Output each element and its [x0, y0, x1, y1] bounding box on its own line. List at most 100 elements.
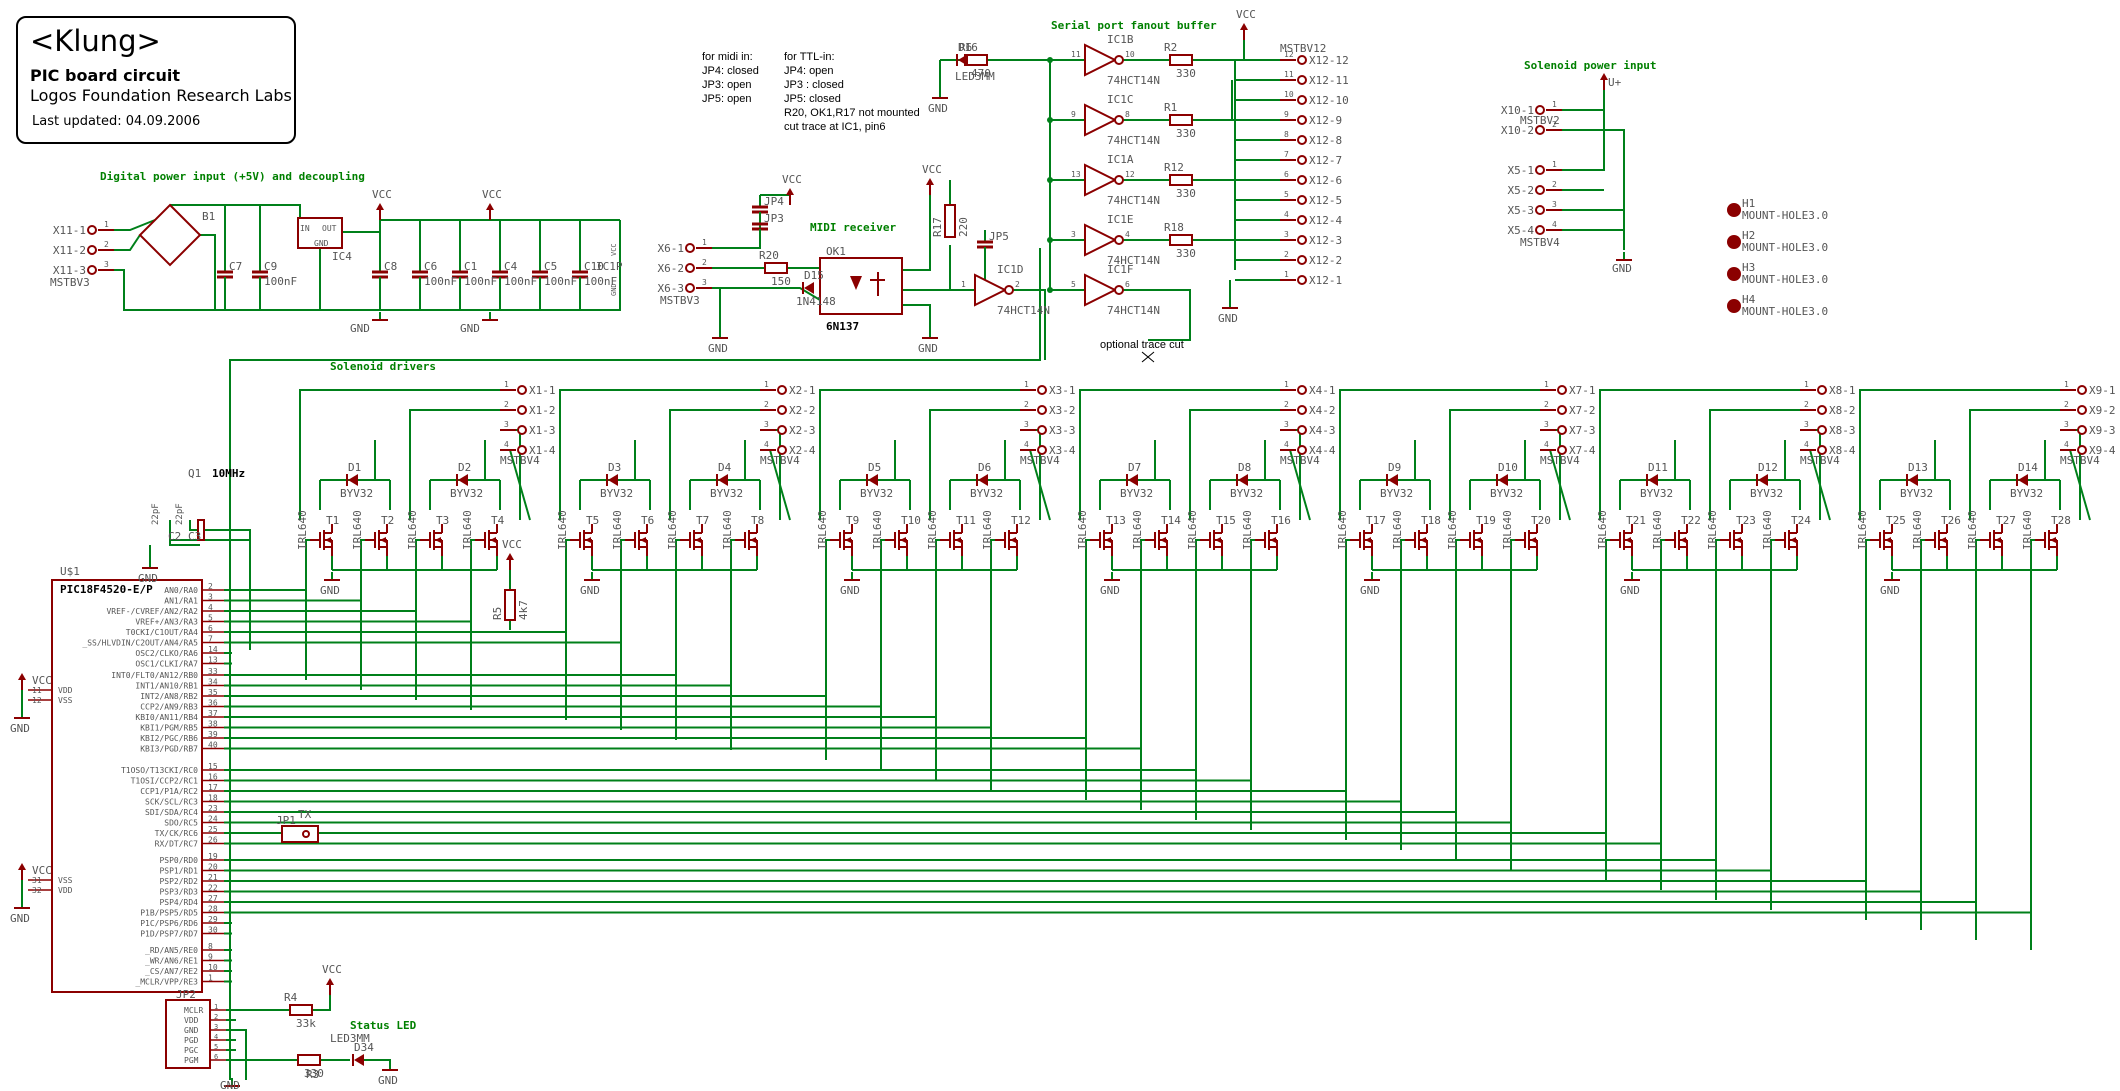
label: X11-3 — [53, 264, 86, 277]
wire — [232, 610, 417, 700]
label: T27 — [1996, 514, 2016, 527]
wire — [232, 737, 1087, 800]
label: C10 — [584, 260, 604, 273]
label: IC1P — [596, 260, 623, 273]
connector-pin — [1297, 385, 1307, 395]
label: 5 — [1284, 190, 1289, 199]
regulator-ic4 — [297, 217, 343, 249]
wire — [1859, 389, 2060, 520]
label: OK1 — [826, 245, 846, 258]
label: 470 — [971, 67, 991, 80]
label: 2 — [214, 1013, 218, 1021]
label: PSP0/RD0 — [159, 856, 198, 865]
wire — [2030, 539, 2035, 950]
label: D34 — [354, 1041, 374, 1054]
wire — [880, 539, 885, 770]
inverter-ic1b — [1084, 43, 1118, 77]
connector-pin — [1297, 195, 1307, 205]
label: PGC — [184, 1046, 199, 1055]
wire — [935, 539, 940, 780]
label: X3-3 — [1049, 424, 1076, 437]
label: X12-1 — [1309, 274, 1342, 287]
inverter-ic1e — [1084, 223, 1118, 257]
label: X6-2 — [658, 262, 685, 275]
diode-d12 — [1758, 474, 1768, 486]
label: RX/DT/RC7 — [155, 840, 199, 849]
label: 6N137 — [826, 320, 859, 333]
wire — [170, 204, 301, 232]
optocoupler-ok1 — [819, 257, 903, 315]
label: 100nF — [584, 275, 617, 288]
label: T5 — [586, 514, 599, 527]
label: T10 — [901, 514, 921, 527]
label: 4 — [1284, 440, 1289, 449]
wire — [232, 842, 1662, 890]
label: LED3MM — [955, 70, 995, 83]
label: T16 — [1271, 514, 1291, 527]
label: 1 — [1552, 100, 1557, 109]
wire — [675, 539, 680, 740]
wire — [1865, 539, 1870, 920]
label: MOUNT-HOLE3.0 — [1742, 241, 1828, 254]
wire — [1079, 389, 1280, 520]
label: VDD — [58, 686, 73, 695]
label: R18 — [1164, 221, 1184, 234]
label: X5-2 — [1508, 184, 1535, 197]
label: optional trace cut — [1100, 339, 1184, 351]
wire — [232, 821, 1512, 870]
label: 13 — [208, 656, 218, 665]
label: H1 — [1742, 197, 1755, 210]
wire — [990, 539, 995, 790]
diode-d11 — [1648, 474, 1658, 486]
connector-pin — [1535, 105, 1545, 115]
wire — [232, 674, 677, 740]
label: IRL640 — [1596, 510, 1609, 550]
label: 1 — [1544, 380, 1549, 389]
label: P1C/PSP6/RD6 — [140, 919, 198, 928]
label: KBI2/PGC/RB6 — [140, 734, 198, 743]
label: X11-2 — [53, 244, 86, 257]
connector-pin — [1817, 425, 1827, 435]
label: 4 — [1544, 440, 1549, 449]
connector-pin — [1297, 175, 1307, 185]
label: SCK/SCL/RC3 — [145, 798, 198, 807]
inverter-ic1f — [1084, 273, 1118, 307]
label: 40 — [208, 741, 218, 750]
label: IRL640 — [1856, 510, 1869, 550]
wire — [1345, 539, 1350, 840]
labels: Digital power input (+5V) and decoupling… — [10, 8, 2116, 1091]
label: GND — [350, 322, 370, 335]
label: MSTBV4 — [1800, 454, 1840, 467]
wire — [1660, 539, 1665, 890]
label: IRL640 — [1241, 510, 1254, 550]
resistor-r4 — [289, 1004, 313, 1016]
label: H3 — [1742, 261, 1755, 274]
wire — [232, 790, 1347, 840]
wire — [232, 599, 362, 690]
diode-d2 — [458, 474, 468, 486]
connector-pin — [87, 245, 97, 255]
label: BYV32 — [860, 487, 893, 500]
label: 3 — [2064, 420, 2069, 429]
wire — [1605, 539, 1610, 880]
label: 1 — [702, 238, 707, 247]
label: PSP2/RD2 — [159, 877, 198, 886]
label: BYV32 — [1380, 487, 1413, 500]
junction-dot — [1047, 177, 1053, 183]
label: IC1C — [1107, 93, 1134, 106]
connector-pin — [517, 385, 527, 395]
wire — [232, 911, 2032, 950]
connector-pin — [1297, 95, 1307, 105]
label: IC4 — [332, 250, 352, 263]
label: IRL640 — [1966, 510, 1979, 550]
mcu-pic18f4520 — [51, 579, 203, 993]
label: VSS — [58, 876, 73, 885]
label: X12-6 — [1309, 174, 1342, 187]
label: 4 — [214, 1033, 218, 1041]
label: PGM — [184, 1056, 199, 1065]
connector-pin — [1297, 135, 1307, 145]
wire — [825, 539, 830, 760]
label: T17 — [1366, 514, 1386, 527]
label: 1 — [1552, 160, 1557, 169]
label: R2 — [1164, 41, 1177, 54]
